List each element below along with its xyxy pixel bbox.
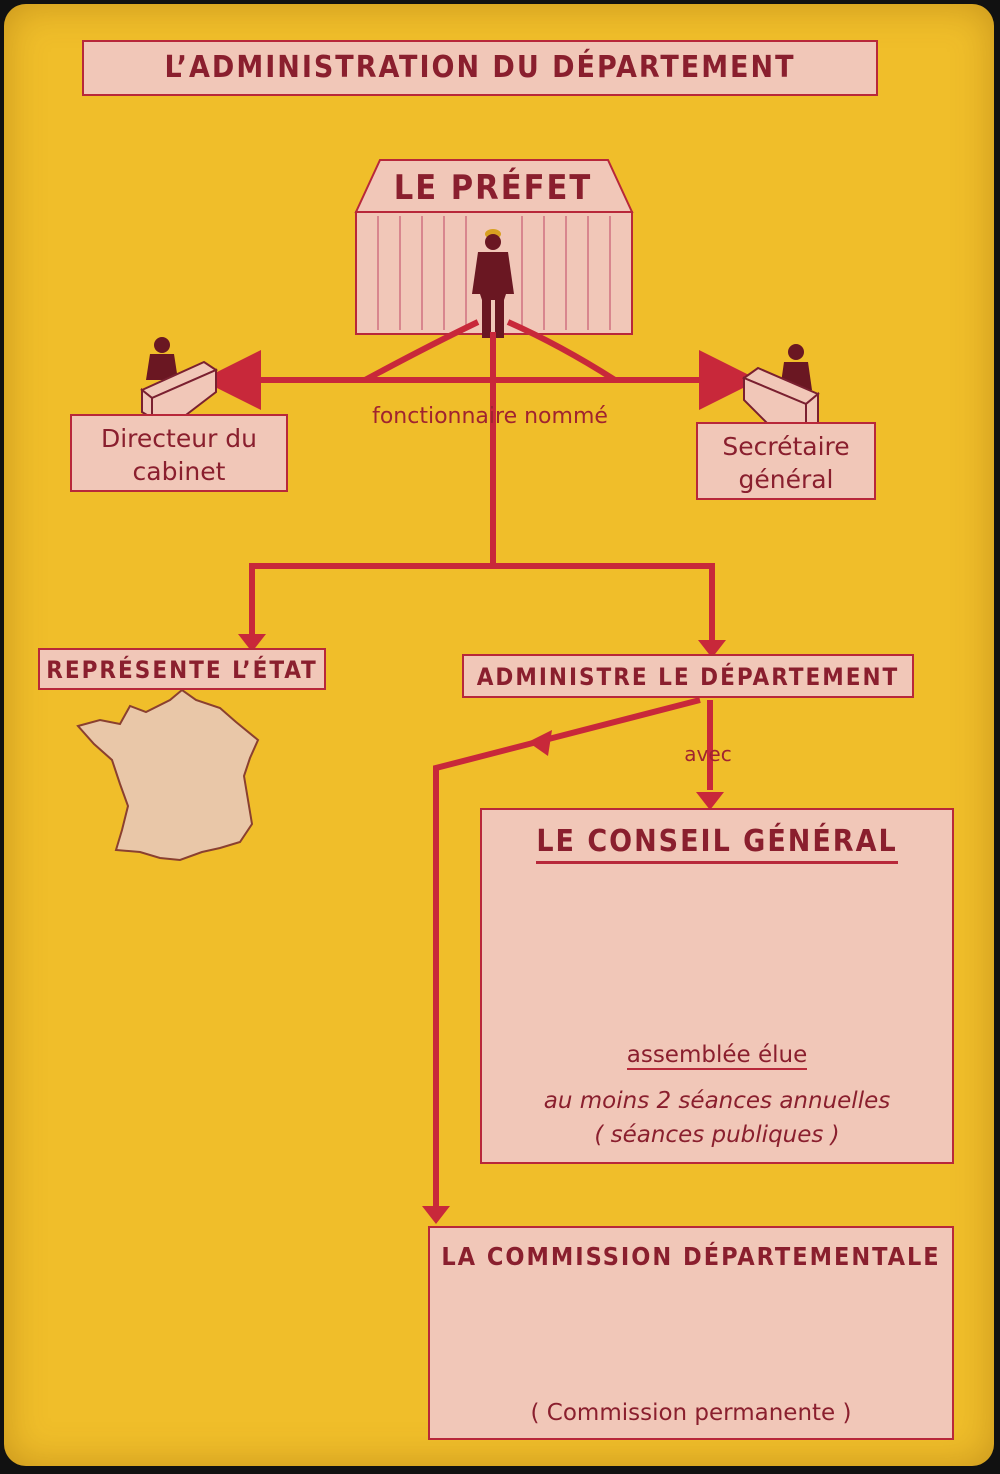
conseil-title-text: LE CONSEIL GÉNÉRAL [536, 824, 898, 864]
represente-etat-box: REPRÉSENTE L’ÉTAT [38, 648, 326, 690]
conseil-general-box: LE CONSEIL GÉNÉRAL assemblée élue au moi… [480, 808, 954, 1164]
seances-line2: ( séances publiques ) [594, 1122, 840, 1148]
secretaire-box: Secrétaire général [696, 422, 876, 500]
page-title: L’ADMINISTRATION DU DÉPARTEMENT [82, 40, 878, 96]
avec-label: avec [684, 742, 732, 766]
prefecture-building-icon [354, 159, 634, 335]
desk-figure-icon [140, 337, 219, 420]
conseil-title: LE CONSEIL GÉNÉRAL [482, 824, 952, 864]
directeur-box: Directeur du cabinet [70, 414, 288, 492]
fonctionnaire-label: fonctionnaire nommé [372, 404, 608, 429]
prefet-label: LE PRÉFET [393, 168, 593, 208]
secretaire-line2: général [738, 465, 834, 494]
seances-line1: au moins 2 séances annuelles [543, 1088, 891, 1114]
desk-figure-icon [741, 344, 820, 430]
directeur-line2: cabinet [132, 457, 226, 486]
administre-departement-box: ADMINISTRE LE DÉPARTEMENT [462, 654, 914, 698]
assemblee-label: assemblée élue [482, 1042, 952, 1070]
assemblee-text: assemblée élue [626, 1042, 808, 1070]
commission-box: LA COMMISSION DÉPARTEMENTALE ( Commissio… [428, 1226, 954, 1440]
commission-subtitle: ( Commission permanente ) [530, 1400, 852, 1426]
commission-title: LA COMMISSION DÉPARTEMENTALE [441, 1242, 941, 1271]
directeur-line1: Directeur du [100, 424, 258, 453]
france-map-icon [76, 688, 260, 862]
secretaire-line1: Secrétaire [722, 432, 850, 461]
prefect-figure-icon [472, 229, 514, 338]
